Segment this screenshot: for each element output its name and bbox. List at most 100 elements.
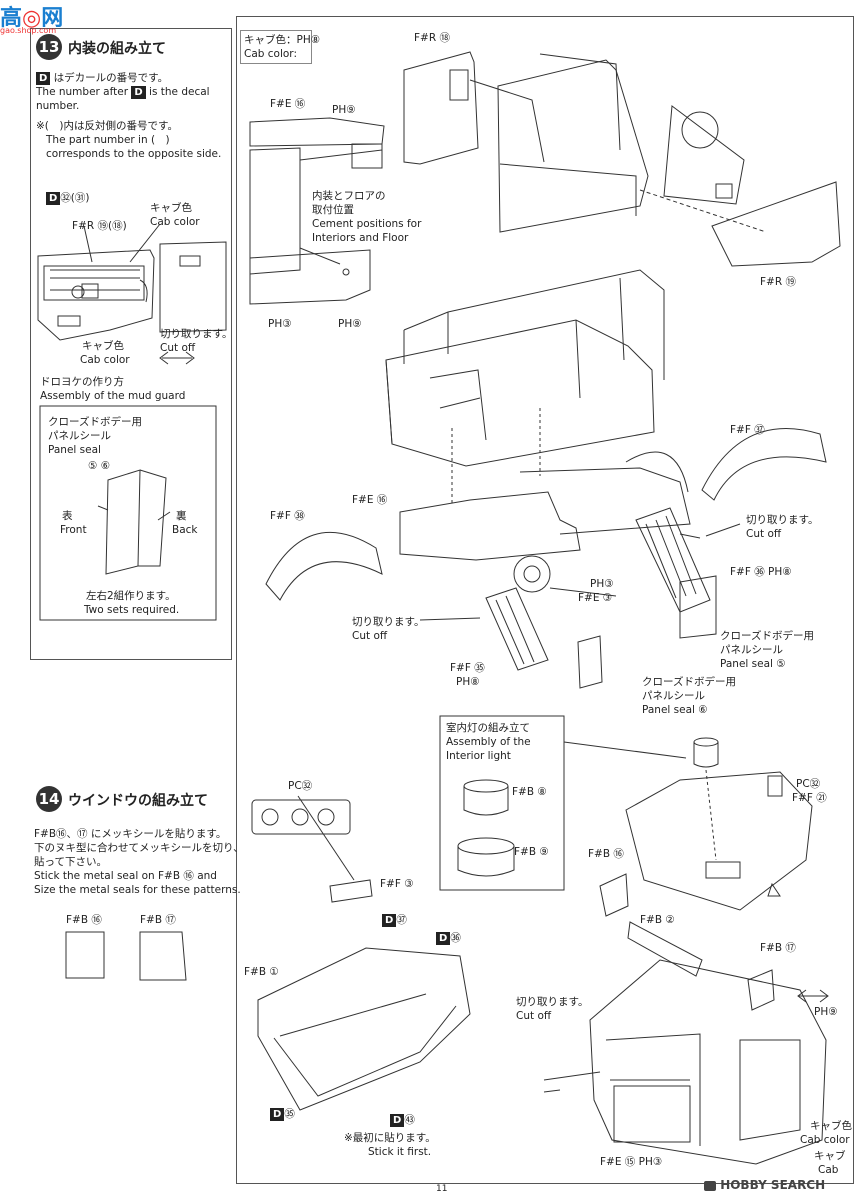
label-ph9a: PH⑨ — [332, 104, 356, 116]
front-en: Front — [60, 524, 87, 536]
page-number: 11 — [436, 1184, 448, 1194]
step14-note-jp3: 貼って下さい。 — [34, 856, 107, 868]
first-jp: ※最初に貼ります。 — [344, 1132, 436, 1144]
label-fb9: F#B ⑨ — [514, 846, 549, 858]
decal-note-en-2: number. — [36, 100, 80, 112]
cab-color-jp: キャブ色 — [150, 202, 192, 214]
panel-seal5-jp2: パネルシール — [720, 644, 783, 656]
label-fr18: F#R ⑱ — [414, 32, 450, 44]
mudguard-jp: ドロヨケの作り方 — [40, 376, 124, 388]
interior-jp2: 取付位置 — [312, 204, 354, 216]
label-ph3b: PH③ — [590, 578, 614, 590]
panel-seal5-en: Panel seal ⑤ — [720, 658, 786, 670]
paren-note-jp: ※( )内は反対側の番号です。 — [36, 120, 178, 132]
part-label-fr: F#R ⑲(⑱) — [72, 220, 127, 232]
label-ph3: PH③ — [268, 318, 292, 330]
two-sets-jp: 左右2組作ります。 — [86, 590, 176, 602]
label-fe3: F#E ③ — [578, 592, 613, 604]
interior-light-en1: Assembly of the — [446, 736, 531, 748]
cutoff2-en: Cut off — [352, 630, 388, 642]
cab-color-bottom-en: Cab color — [800, 1134, 850, 1146]
step14-note-en2: Size the metal seals for these patterns. — [34, 884, 241, 896]
cutoff-en: Cut off — [160, 342, 196, 354]
interior-en1: Cement positions for — [312, 218, 422, 230]
interior-en2: Interiors and Floor — [312, 232, 409, 244]
label-fb1: F#B ① — [244, 966, 279, 978]
step14-title: ウインドウの組み立て — [68, 793, 208, 809]
front-jp: 表 — [62, 510, 73, 522]
cutoff1-en: Cut off — [746, 528, 782, 540]
panel-seal5-jp1: クローズドボデー用 — [720, 630, 814, 642]
mudguard-en: Assembly of the mud guard — [40, 390, 186, 402]
cab-color-legend-en: Cab color: — [244, 48, 297, 60]
two-sets-en: Two sets required. — [84, 604, 180, 616]
label-ff36: F#F ㊱ PH⑧ — [730, 566, 792, 578]
cutoff-bottom-en: Cut off — [516, 1010, 552, 1022]
cab-bottom-en: Cab — [818, 1164, 839, 1176]
cab-bottom-jp: キャブ — [814, 1150, 846, 1162]
step13-number: 13 — [36, 34, 62, 60]
decal-note-jp: D はデカールの番号です。 — [36, 72, 168, 85]
cab-color-legend-box — [240, 30, 312, 64]
back-en: Back — [172, 524, 198, 536]
step14-number: 14 — [36, 786, 62, 812]
cab-color-legend-jp: キャブ色：PH⑧ — [244, 34, 321, 46]
label-ff21: F#F ㉑ — [792, 792, 827, 804]
label-ph9b: PH⑨ — [338, 318, 362, 330]
panel-seal-en: Panel seal — [48, 444, 101, 456]
main-diagram-panel — [236, 16, 854, 1184]
cutoff2-jp: 切り取ります。 — [352, 616, 425, 628]
label-ph9-bottom: PH⑨ — [814, 1006, 838, 1018]
label-ph8: PH⑧ — [456, 676, 480, 688]
cutoff1-jp: 切り取ります。 — [746, 514, 819, 526]
panel-seal-nums: ⑤ ⑥ — [88, 460, 111, 472]
watermark-url: gao.shop.com — [0, 26, 57, 35]
first-en: Stick it first. — [368, 1146, 432, 1158]
panel-seal6-jp1: クローズドボデー用 — [642, 676, 736, 688]
panel-seal6-en: Panel seal ⑥ — [642, 704, 708, 716]
cutoff-bottom-jp: 切り取ります。 — [516, 996, 589, 1008]
label-fe16b: F#E ⑯ — [352, 494, 388, 506]
label-fb8: F#B ⑧ — [512, 786, 547, 798]
cab-color2-jp: キャブ色 — [82, 340, 124, 352]
interior-light-en2: Interior light — [446, 750, 511, 762]
label-pc92a: PC㉜ — [288, 780, 313, 792]
step13-title: 内装の組み立て — [68, 41, 166, 57]
cab-color2-en: Cab color — [80, 354, 130, 366]
interior-jp1: 内装とフロアの — [312, 190, 386, 202]
label-fb16: F#B ⑯ — [588, 848, 624, 860]
hobbysearch-icon — [704, 1180, 716, 1191]
pattern17-label: F#B ⑰ — [140, 914, 176, 926]
step14-note-jp2: 下のヌキ型に合わせてメッキシールを切り、 — [34, 842, 244, 854]
panel-seal-jp2: パネルシール — [48, 430, 111, 442]
label-ff35: F#F ㉟ — [450, 662, 485, 674]
panel-seal-jp1: クローズドボデー用 — [48, 416, 142, 428]
back-jp: 裏 — [176, 510, 187, 522]
label-fb2: F#B ② — [640, 914, 675, 926]
paren-note-en-1: The part number in ( ) — [46, 134, 170, 146]
decal-note-en: The number after D is the decal — [36, 86, 210, 99]
label-fb17: F#B ⑰ — [760, 942, 796, 954]
panel-seal6-jp2: パネルシール — [642, 690, 705, 702]
interior-light-jp: 室内灯の組み立て — [446, 722, 530, 734]
cab-color-en: Cab color — [150, 216, 200, 228]
cutoff-jp: 切り取ります。 — [160, 328, 233, 340]
label-ff38: F#F ㊳ — [270, 510, 305, 522]
pattern16-label: F#B ⑯ — [66, 914, 102, 926]
label-ff37: F#F ㊲ — [730, 424, 765, 436]
label-fe16: F#E ⑯ — [270, 98, 306, 110]
paren-note-en-2: corresponds to the opposite side. — [46, 148, 222, 160]
hobbysearch-watermark: HOBBY SEARCH — [704, 1178, 825, 1192]
step13-panel — [30, 28, 232, 660]
step14-note-en1: Stick the metal seal on F#B ⑯ and — [34, 870, 217, 882]
cab-color-bottom-jp: キャブ色 — [810, 1120, 852, 1132]
watermark-logo: 高◎网 — [0, 6, 64, 31]
label-pc92b: PC㉜ — [796, 778, 821, 790]
step14-note-jp1: F#B⑯、⑰ にメッキシールを貼ります。 — [34, 828, 227, 840]
label-ff3: F#F ③ — [380, 878, 414, 890]
